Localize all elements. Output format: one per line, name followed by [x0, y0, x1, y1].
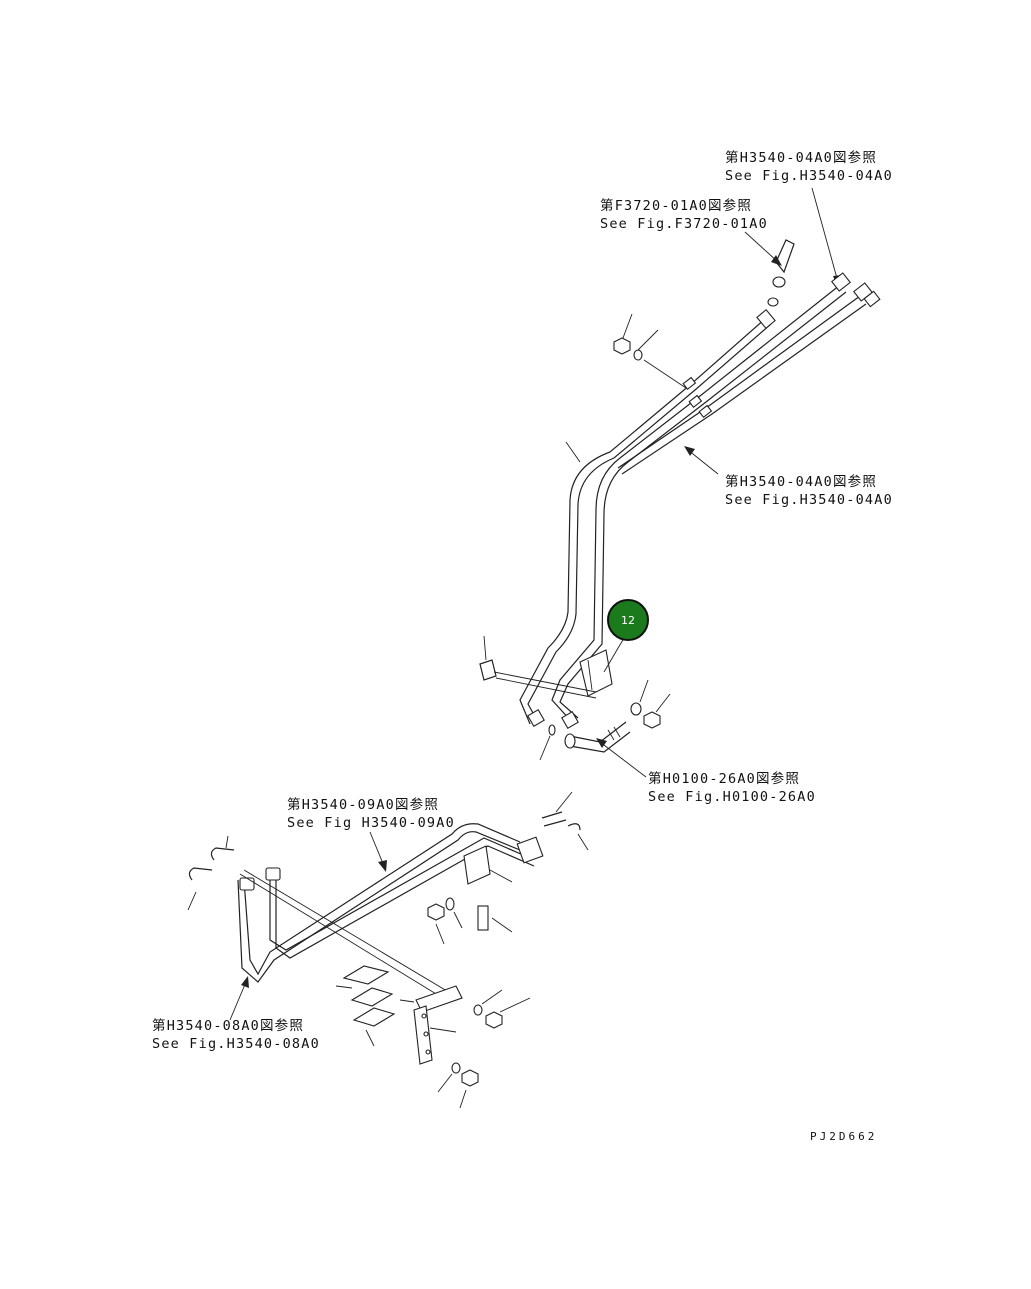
- reference-en-4: See Fig.H0100-26A0: [648, 789, 816, 805]
- reference-arrows: [229, 187, 842, 1021]
- reference-jp-5: 第H3540-09A0図参照: [287, 796, 439, 813]
- reference-jp-1: 第H3540-04A0図参照: [725, 149, 877, 166]
- reference-en-3: See Fig.H3540-04A0: [725, 492, 893, 508]
- reference-label-1[interactable]: 第H3540-04A0図参照 See Fig.H3540-04A0: [725, 149, 893, 184]
- reference-en-6: See Fig.H3540-08A0: [152, 1036, 320, 1052]
- callout-circle: [607, 599, 649, 641]
- bottom-bracket-assembly: [335, 965, 531, 1109]
- lower-pipe-assembly: [187, 791, 589, 1001]
- drawing-code: PJ2D662: [810, 1130, 877, 1143]
- reference-label-3[interactable]: 第H3540-04A0図参照 See Fig.H3540-04A0: [725, 473, 893, 508]
- reference-jp-4: 第H0100-26A0図参照: [648, 770, 800, 787]
- upper-pipe-assembly: [519, 239, 881, 725]
- mid-bracket-assembly: [479, 635, 671, 761]
- reference-label-2[interactable]: 第F3720-01A0図参照 See Fig.F3720-01A0: [600, 197, 768, 232]
- reference-jp-2: 第F3720-01A0図参照: [600, 197, 752, 214]
- reference-en-1: See Fig.H3540-04A0: [725, 168, 893, 184]
- callout-label: 12: [621, 614, 635, 627]
- reference-label-5[interactable]: 第H3540-09A0図参照 See Fig H3540-09A0: [287, 796, 455, 831]
- callout-12[interactable]: 12: [603, 599, 649, 673]
- reference-label-4[interactable]: 第H0100-26A0図参照 See Fig.H0100-26A0: [648, 770, 816, 805]
- reference-jp-3: 第H3540-04A0図参照: [725, 473, 877, 490]
- reference-en-2: See Fig.F3720-01A0: [600, 216, 768, 232]
- reference-jp-6: 第H3540-08A0図参照: [152, 1017, 304, 1034]
- reference-label-6[interactable]: 第H3540-08A0図参照 See Fig.H3540-08A0: [152, 1017, 320, 1052]
- reference-en-5: See Fig H3540-09A0: [287, 815, 455, 831]
